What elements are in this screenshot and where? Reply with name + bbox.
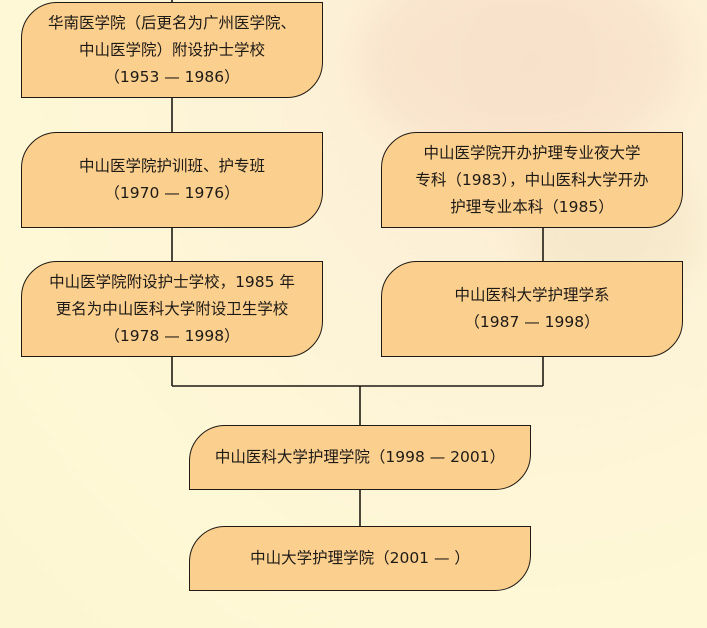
node-label: 中山大学护理学院（2001 — ） xyxy=(250,549,470,567)
node-label: 中山医科大学护理学系 （1987 — 1998） xyxy=(454,286,610,331)
node-nursing-department: 中山医科大学护理学系 （1987 — 1998） xyxy=(381,261,683,357)
node-label: 中山医学院护训班、护专班 （1970 — 1976） xyxy=(78,157,265,202)
node-training-class: 中山医学院护训班、护专班 （1970 — 1976） xyxy=(21,132,323,228)
node-label: 中山医学院附设护士学校，1985 年 更名为中山医科大学附设卫生学校 （1978… xyxy=(49,272,295,345)
node-night-university: 中山医学院开办护理专业夜大学 专科（1983），中山医科大学开办 护理专业本科（… xyxy=(381,132,683,228)
node-label: 华南医学院（后更名为广州医学院、 中山医学院）附设护士学校 （1953 — 19… xyxy=(47,13,296,86)
node-label: 中山医科大学护理学院（1998 — 2001） xyxy=(214,448,506,466)
node-huanan-nursing-school: 华南医学院（后更名为广州医学院、 中山医学院）附设护士学校 （1953 — 19… xyxy=(21,2,323,98)
node-nursing-college-2001: 中山大学护理学院（2001 — ） xyxy=(189,526,531,591)
node-affiliated-nursing-school: 中山医学院附设护士学校，1985 年 更名为中山医科大学附设卫生学校 （1978… xyxy=(21,261,323,357)
node-label: 中山医学院开办护理专业夜大学 专科（1983），中山医科大学开办 护理专业本科（… xyxy=(415,143,649,216)
node-nursing-college-1998: 中山医科大学护理学院（1998 — 2001） xyxy=(189,425,531,490)
